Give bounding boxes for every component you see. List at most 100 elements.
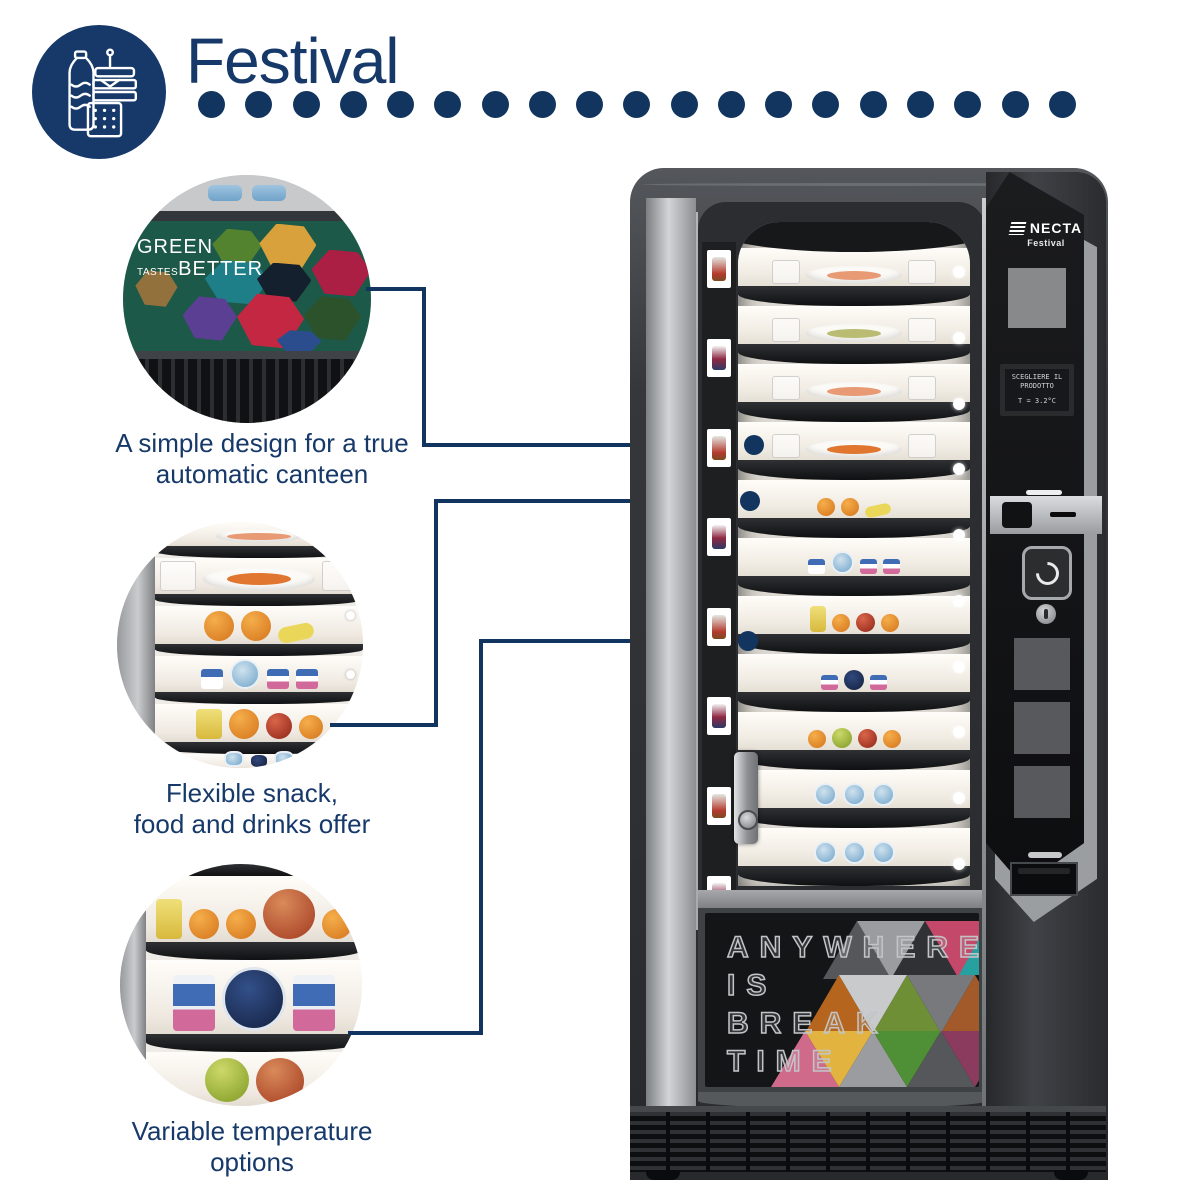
shelf-row: [738, 596, 970, 654]
machine-foot: [646, 1170, 680, 1180]
product-label: [707, 697, 731, 736]
product-label-strip: [702, 242, 736, 922]
shelf-row: [738, 712, 970, 770]
product-category-logo: [32, 25, 166, 159]
machine-foot: [1054, 1170, 1088, 1180]
shelf-row: [738, 422, 970, 480]
shelf-light: [953, 726, 965, 739]
shelf-light: [953, 397, 965, 410]
connector-line-1: [422, 287, 426, 447]
shelf-row: [738, 538, 970, 596]
connector-line-1: [422, 443, 754, 447]
divider-dot: [481, 90, 509, 118]
shelf-divider: [738, 866, 970, 886]
coin-mechanism: [1022, 546, 1072, 600]
panel-lock: [1036, 604, 1056, 624]
divider-dot: [528, 90, 556, 118]
connector-dot-1: [744, 435, 764, 455]
shelf-yogurt: [738, 654, 970, 692]
shelf-divider: [738, 692, 970, 712]
control-panel: NECTA Festival SCEGLIERE IL PRODOTTO T =…: [986, 172, 1106, 1108]
connector-line-3: [348, 1031, 483, 1035]
shelf-divider: [738, 750, 970, 770]
ad-panel: ANYWHERE IS BREAK TIME: [705, 913, 979, 1087]
divider-dot: [339, 90, 367, 118]
lcd-display: SCEGLIERE IL PRODOTTO T = 3.2°C: [1000, 364, 1074, 416]
bottle-sandwich-snack-icon: [68, 48, 137, 138]
shelf-divider: [738, 634, 970, 654]
divider-dot: [623, 90, 651, 118]
shelf-yogurt: [738, 538, 970, 576]
callout-photo-offer: [117, 522, 363, 768]
carousel-shelves: [738, 248, 970, 886]
shelf-meal: [738, 248, 970, 286]
panel-module-3: [1014, 766, 1070, 818]
shelf-row: [738, 248, 970, 306]
ad-slogan: ANYWHERE IS BREAK TIME: [726, 930, 979, 1079]
machine-door: ANYWHERE IS BREAK TIME: [698, 202, 986, 1108]
divider-dot: [245, 90, 273, 118]
callout-photo-design: GREEN TASTESBETTER: [123, 175, 371, 423]
divider-dot: [954, 90, 982, 118]
machine-left-pillar: [646, 198, 696, 1106]
product-label: [707, 607, 731, 646]
shelf-lights: [953, 266, 965, 870]
divider-dot: [812, 90, 840, 118]
ad-panel-frame: ANYWHERE IS BREAK TIME: [698, 908, 986, 1092]
panel-module-1: [1014, 638, 1070, 690]
green-tastes-better-panel: GREEN TASTESBETTER: [123, 221, 371, 351]
product-label: [707, 428, 731, 467]
shelf-meal: [738, 364, 970, 402]
shelf-fruit: [738, 480, 970, 519]
photo-top-band: [123, 175, 371, 211]
shelf-light: [953, 331, 965, 344]
caption-offer: Flexible snack,food and drinks offer: [133, 778, 371, 839]
shelf-dessert: [738, 770, 970, 808]
shelf-meal: [738, 422, 970, 460]
shelf-light: [953, 463, 965, 476]
connector-line-3: [479, 641, 483, 1035]
brand-logo: NECTA: [986, 220, 1106, 236]
door-lock: [738, 810, 758, 830]
shelf-light: [953, 660, 965, 673]
product-label: [707, 786, 731, 825]
connector-dot-3: [738, 631, 758, 651]
coin-return-tray: [1010, 862, 1078, 896]
vending-machine-photo: ANYWHERE IS BREAK TIME NECTA Festival SC…: [630, 168, 1108, 1180]
connector-line-2: [434, 501, 438, 727]
shelf-light: [953, 594, 965, 607]
connector-line-1: [366, 287, 426, 291]
panel-slogan: GREEN TASTESBETTER: [137, 236, 264, 280]
shelf-divider: [738, 808, 970, 828]
shelf-light: [953, 266, 965, 278]
divider-dot: [1001, 90, 1029, 118]
brand-name: NECTA: [1029, 220, 1083, 236]
divider-dot: [670, 90, 698, 118]
divider-dot: [292, 90, 320, 118]
divider-dot: [859, 90, 887, 118]
divider-dot: [1048, 90, 1076, 118]
connector-dot-2: [740, 491, 760, 511]
connector-line-3: [479, 639, 748, 643]
shelf-meal: [738, 306, 970, 344]
divider-dot: [717, 90, 745, 118]
cashless-reader: [1002, 502, 1032, 528]
panel-module-2: [1014, 702, 1070, 754]
vent-grille: [123, 359, 371, 423]
dotted-divider: [198, 90, 1076, 118]
product-label: [707, 250, 731, 288]
carousel-window: [738, 222, 970, 886]
shelf-row: [738, 770, 970, 828]
shelf-row: [738, 828, 970, 886]
shelf-row: [738, 364, 970, 422]
shelf-light: [953, 792, 965, 805]
divider-dot: [387, 90, 415, 118]
shelf-divider: [738, 518, 970, 538]
touch-screen: [1008, 268, 1066, 328]
callout-photo-temperature: [120, 864, 362, 1106]
divider-dot: [434, 90, 462, 118]
product-label: [707, 339, 731, 378]
shelf-row: [738, 654, 970, 712]
shelf-dessert: [738, 828, 970, 866]
